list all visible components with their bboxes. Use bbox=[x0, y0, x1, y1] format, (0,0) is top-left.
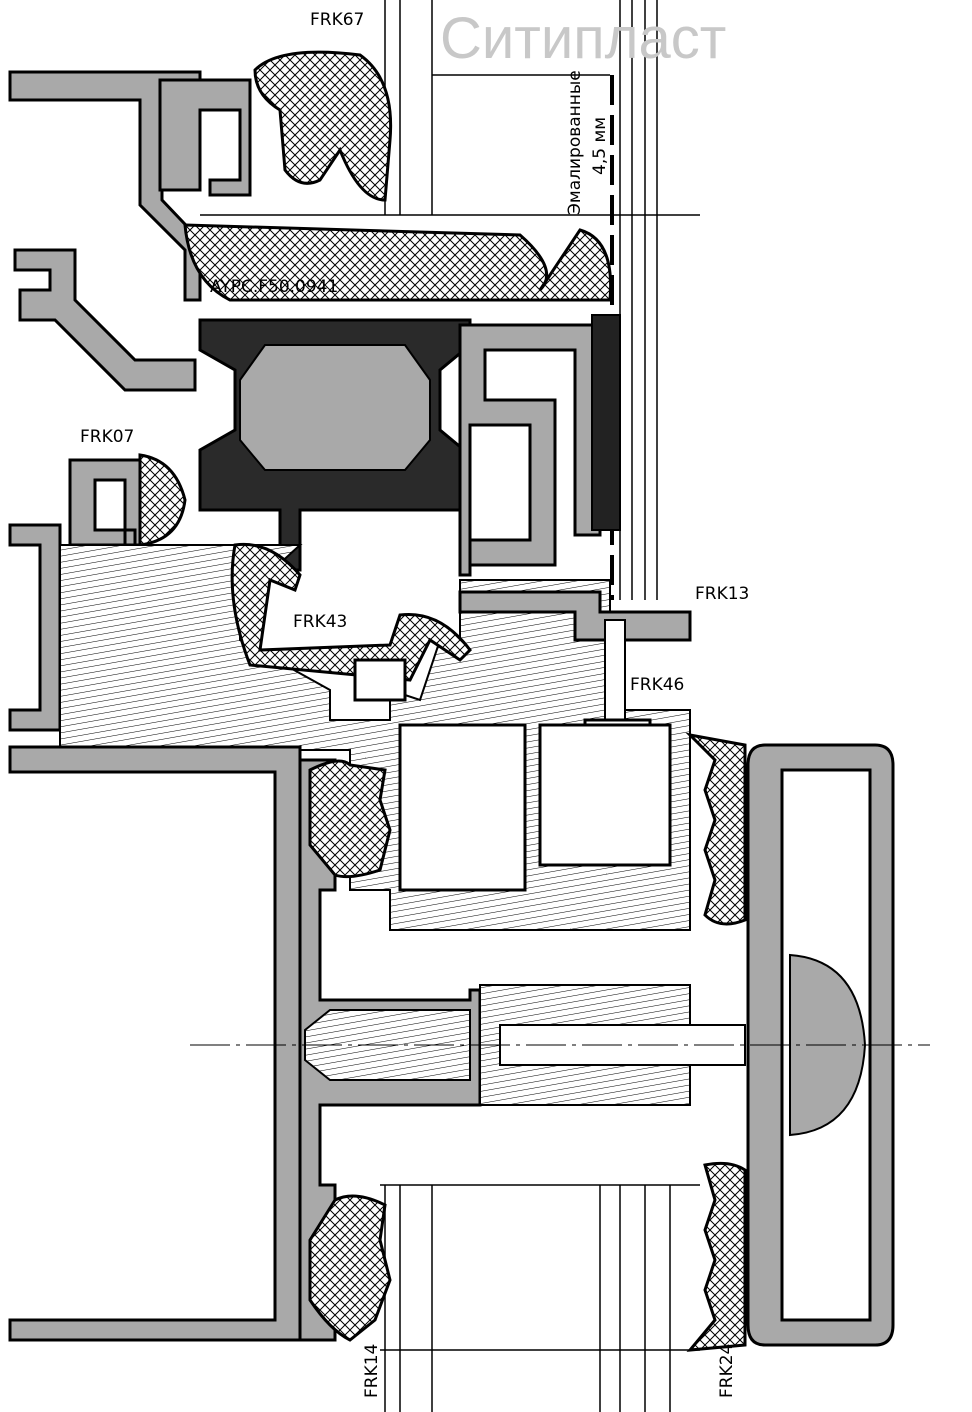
gasket-frk14-top bbox=[308, 759, 392, 879]
frk13-profile bbox=[458, 590, 692, 642]
sash-outer-profile bbox=[13, 248, 197, 392]
label-frk13: FRK13 bbox=[695, 584, 749, 604]
thermal-break-chamber bbox=[239, 344, 431, 471]
label-aypc: AYPC.F50.0941 bbox=[210, 277, 338, 297]
label-frk67: FRK67 bbox=[310, 10, 364, 30]
gasket-frk24-top bbox=[685, 732, 747, 926]
screw-icon bbox=[499, 1024, 746, 1066]
frk07-holder bbox=[68, 458, 142, 547]
gasket-frk07 bbox=[138, 453, 187, 547]
note-line1: Эмалированные bbox=[565, 70, 585, 215]
watermark: Ситипласт bbox=[440, 6, 726, 71]
gasket-frk24-bottom bbox=[686, 1161, 747, 1352]
label-frk07: FRK07 bbox=[80, 427, 134, 447]
frk46-gasket bbox=[604, 619, 626, 721]
label-frk24: FRK24 bbox=[717, 1344, 737, 1398]
left-inner-profile bbox=[8, 523, 62, 732]
label-frk43: FRK43 bbox=[293, 612, 347, 632]
glazing-spacer bbox=[183, 223, 613, 302]
label-frk14: FRK14 bbox=[362, 1344, 382, 1398]
gasket-frk43 bbox=[230, 542, 472, 682]
inner-profile-right bbox=[458, 323, 602, 577]
label-frk46: FRK46 bbox=[630, 675, 684, 695]
clip bbox=[353, 658, 407, 702]
bead-profile bbox=[158, 78, 252, 197]
glass-lower bbox=[380, 1184, 700, 1412]
note-line2: 4,5 мм bbox=[590, 117, 610, 175]
gasket-frk67 bbox=[253, 50, 393, 202]
chamber-left bbox=[398, 723, 527, 892]
gasket-frk14-bottom bbox=[308, 1194, 392, 1342]
glazing-tape bbox=[591, 314, 621, 531]
mullion-profile bbox=[8, 745, 302, 1342]
chamber-right bbox=[538, 723, 672, 867]
